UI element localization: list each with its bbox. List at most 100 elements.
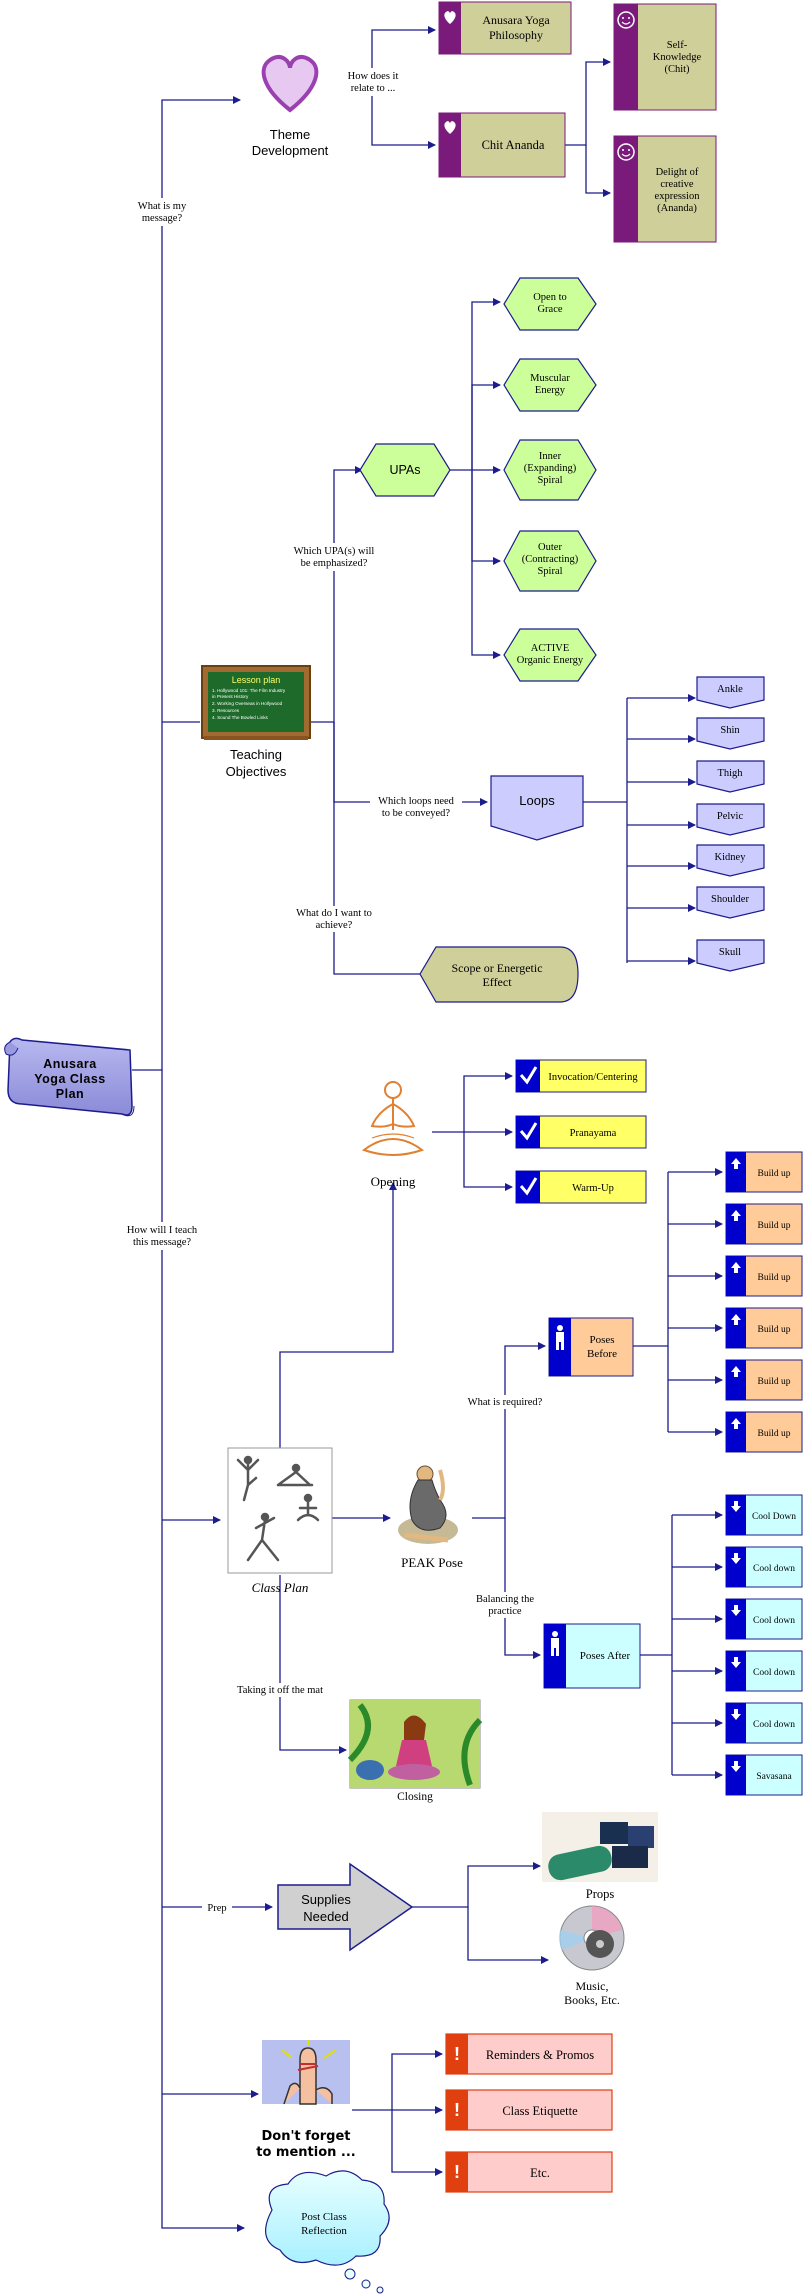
cool-down-item[interactable]: Cool down xyxy=(725,1650,803,1692)
build-up-item[interactable]: Build up xyxy=(725,1411,803,1453)
upas-node[interactable]: UPAs xyxy=(359,443,451,497)
build-up-item[interactable]: Build up xyxy=(725,1255,803,1297)
upa-inner-spiral[interactable]: Inner(Expanding)Spiral xyxy=(503,439,597,501)
arrow-up-icon xyxy=(731,1210,741,1221)
opening-item-label: Warm-Up xyxy=(572,1183,614,1194)
arrow-up-icon xyxy=(731,1158,741,1169)
smiley-icon xyxy=(617,143,635,161)
build-up-item[interactable]: Build up xyxy=(725,1307,803,1349)
svg-text:4. Sound The Bowled Links: 4. Sound The Bowled Links xyxy=(212,715,269,720)
cool-down-item[interactable]: Cool down xyxy=(725,1598,803,1640)
loop-item-shin[interactable]: Shin xyxy=(696,717,765,750)
cool-down-label: Cool Down xyxy=(752,1512,796,1522)
build-up-label: Build up xyxy=(758,1429,791,1439)
poses-after-label: Poses After xyxy=(580,1650,631,1662)
music-books-label: Music,Books, Etc. xyxy=(564,1979,620,2007)
build-up-item[interactable]: Build up xyxy=(725,1203,803,1245)
loop-item-thigh[interactable]: Thigh xyxy=(696,760,765,793)
loops-node[interactable]: Loops xyxy=(490,775,584,841)
opening-item[interactable]: Invocation/Centering xyxy=(515,1059,647,1093)
loop-item-ankle[interactable]: Ankle xyxy=(696,676,765,709)
chit-ananda-node[interactable]: Chit Ananda xyxy=(438,112,566,178)
loop-item-label: Shoulder xyxy=(711,894,749,905)
svg-text:2. Working Overseas in Hollywo: 2. Working Overseas in Hollywood xyxy=(212,701,283,706)
loop-item-kidney[interactable]: Kidney xyxy=(696,844,765,877)
closing-node[interactable]: Closing xyxy=(347,1699,483,1803)
cd-icon xyxy=(559,1905,625,1971)
exclamation-icon: ! xyxy=(454,2100,460,2120)
svg-text:Inner(Expanding)Spiral: Inner(Expanding)Spiral xyxy=(524,451,577,486)
music-books-node[interactable]: Music,Books, Etc. xyxy=(559,1905,625,2007)
mention-item[interactable]: ! Etc. xyxy=(445,2151,613,2193)
mention-item-label: Class Etiquette xyxy=(502,2104,578,2118)
opening-node[interactable]: Opening xyxy=(361,1081,425,1189)
build-up-item[interactable]: Build up xyxy=(725,1359,803,1401)
cool-down-item[interactable]: Cool down xyxy=(725,1702,803,1744)
loop-item-shoulder[interactable]: Shoulder xyxy=(696,886,765,919)
build-up-label: Build up xyxy=(758,1325,791,1335)
heart-icon xyxy=(444,121,456,134)
loop-item-label: Kidney xyxy=(715,852,747,863)
mention-items: !Reminders & Promos! Class Etiquette! Etc. xyxy=(445,2033,613,2193)
opening-item[interactable]: Warm-Up xyxy=(515,1170,647,1204)
standing-figure-icon xyxy=(556,1325,564,1350)
cool-down-label: Cool down xyxy=(753,1564,795,1574)
arrow-down-icon xyxy=(731,1605,741,1616)
peak-pose-node[interactable]: PEAK Pose xyxy=(398,1465,463,1570)
build-up-label: Build up xyxy=(758,1273,791,1283)
poses-after-node[interactable]: Poses After xyxy=(543,1623,641,1689)
cool-down-label: Cool down xyxy=(753,1668,795,1678)
class-plan-node[interactable]: Class Plan xyxy=(227,1447,333,1595)
smiley-icon xyxy=(617,11,635,29)
build-up-label: Build up xyxy=(758,1169,791,1179)
build-up-item[interactable]: Build up xyxy=(725,1151,803,1193)
arrow-up-icon xyxy=(731,1314,741,1325)
cool-down-item[interactable]: Cool down xyxy=(725,1546,803,1588)
opening-item[interactable]: Pranayama xyxy=(515,1115,647,1149)
teaching-objectives-node[interactable]: Lesson plan 1. Hollywood 101: The Film I… xyxy=(201,665,311,779)
mention-item-label: Etc. xyxy=(530,2166,550,2180)
cool-down-item[interactable]: Cool Down xyxy=(725,1494,803,1536)
loop-item-skull[interactable]: Skull xyxy=(696,939,765,972)
opening-item-label: Invocation/Centering xyxy=(548,1072,638,1083)
cool-down-label: Cool down xyxy=(753,1720,795,1730)
upa-outer-spiral[interactable]: Outer(Contracting)Spiral xyxy=(503,530,597,592)
build-up-label: Build up xyxy=(758,1377,791,1387)
checkmark-icon xyxy=(519,1066,538,1085)
svg-text:1. Hollywood 101: The Film Ind: 1. Hollywood 101: The Film Industry xyxy=(212,688,286,693)
cool-down-item[interactable]: Savasana xyxy=(725,1754,803,1796)
arrow-down-icon xyxy=(731,1709,741,1720)
arrow-down-icon xyxy=(731,1657,741,1668)
arrow-down-icon xyxy=(731,1553,741,1564)
yoga-poses-icon xyxy=(236,1455,320,1562)
exclamation-icon: ! xyxy=(454,2162,460,2182)
loop-item-pelvic[interactable]: Pelvic xyxy=(696,803,765,836)
props-node[interactable]: Props xyxy=(542,1812,658,1901)
mention-item[interactable]: ! Class Etiquette xyxy=(445,2089,613,2131)
self-knowledge-node[interactable]: Self-Knowledge(Chit) xyxy=(613,3,717,111)
mention-item[interactable]: !Reminders & Promos xyxy=(445,2033,613,2075)
svg-text:in Present History: in Present History xyxy=(212,694,249,699)
props-label: Props xyxy=(586,1887,615,1901)
